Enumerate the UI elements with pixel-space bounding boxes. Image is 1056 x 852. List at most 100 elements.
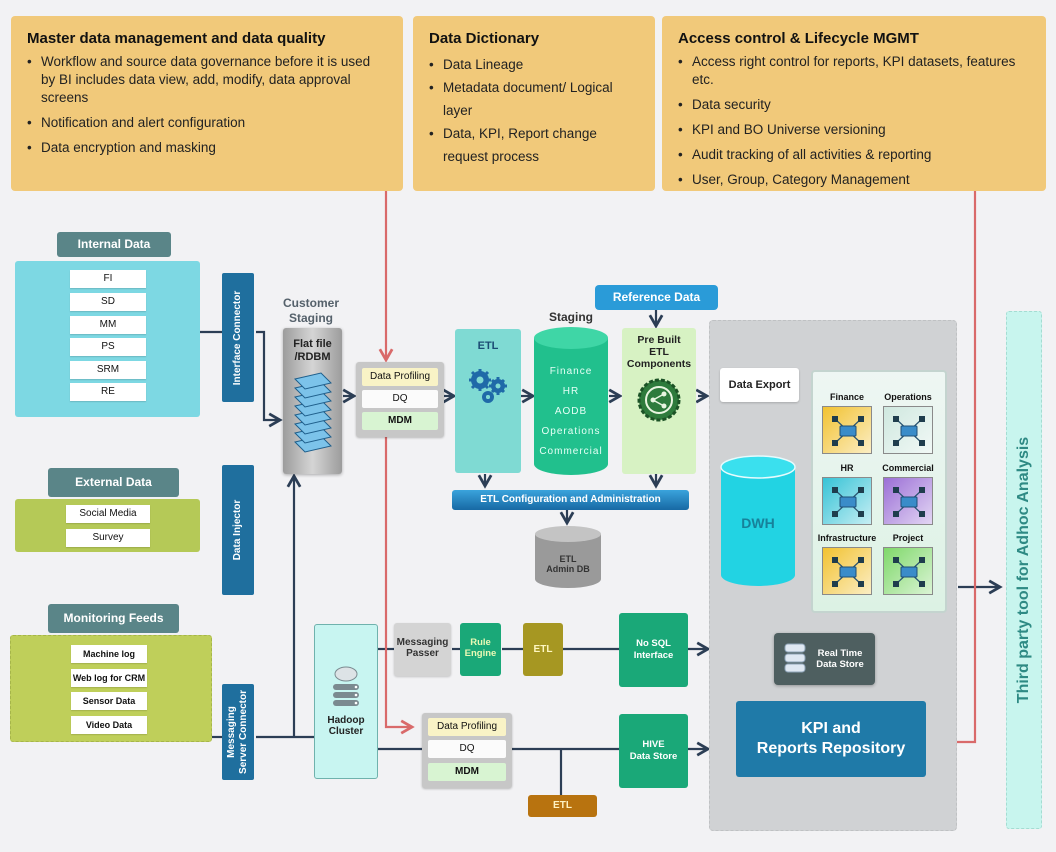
hadoop-label: Hadoop Cluster [315, 715, 377, 737]
monitoring-feed-item: Machine log [71, 645, 147, 663]
monitoring-feed-item: Web log for CRM [71, 669, 147, 687]
staging-title: Staging [549, 310, 593, 324]
layers-icon [293, 372, 332, 453]
line-interface-to-staging [256, 330, 283, 428]
etl-box: ETL [455, 329, 521, 473]
external-data-item: Survey [66, 529, 150, 547]
customer-staging-title: Customer Staging [276, 296, 346, 326]
realtime-data-store-box: Real Time Data Store [774, 633, 875, 685]
kpi-tile-infrastructure [822, 547, 872, 595]
kpi-tile-label: Commercial [882, 463, 934, 473]
etl-admin-db-line2: Admin DB [546, 564, 590, 574]
governance-dictionary-item: Data, KPI, Report change request process [429, 122, 639, 168]
data-quality-card-bottom: Data Profiling DQ MDM [422, 713, 512, 788]
rule-engine-line2: Engine [464, 648, 497, 659]
kpi-tile-project [883, 547, 933, 595]
dwh-cylinder [720, 455, 796, 586]
realtime-label: Real Time Data Store [810, 648, 870, 670]
messaging-passer-box: Messaging Passer [394, 623, 451, 676]
governance-dictionary-title: Data Dictionary [429, 30, 540, 47]
dq-label: DQ [362, 390, 438, 408]
kpi-tile-operations [883, 406, 933, 454]
etl-admin-db-line1: ETL [559, 554, 577, 564]
dwh-label: DWH [741, 515, 775, 531]
kpi-repo-line2: Reports Repository [756, 740, 906, 757]
governance-dictionary-panel: Data Dictionary Data Lineage Metadata do… [413, 16, 655, 191]
messaging-connector-label: Messaging Server Connector [226, 690, 250, 774]
hadoop-line1: Hadoop [327, 715, 365, 726]
flat-file-line2: /RDBM [294, 351, 331, 363]
governance-mdm-title: Master data management and data quality [27, 30, 326, 47]
kpi-tile-label: Project [892, 533, 924, 543]
etl-low-box: ETL [528, 795, 597, 817]
staging-items: Finance HR AODB Operations Commercial [533, 362, 609, 462]
interface-connector: Interface Connector [222, 273, 254, 402]
messaging-server-connector: Messaging Server Connector [222, 684, 254, 780]
reference-data-box: Reference Data [595, 285, 718, 310]
data-quality-card-top: Data Profiling DQ MDM [356, 362, 444, 437]
governance-access-panel: Access control & Lifecycle MGMT Access r… [662, 16, 1046, 191]
prebuilt-line1: Pre Built [637, 334, 681, 346]
kpi-repo-line1: KPI and [801, 720, 861, 737]
messaging-passer-line2: Passer [406, 648, 439, 659]
data-profiling-label: Data Profiling [428, 718, 506, 736]
prebuilt-etl-box: Pre Built ETL Components [622, 328, 696, 474]
internal-data-item: MM [70, 316, 146, 334]
gears-icon [469, 369, 507, 403]
staging-item: Commercial [539, 446, 603, 457]
hive-data-store-box: HIVE Data Store [619, 714, 688, 788]
network-icon [893, 557, 925, 587]
governance-access-title: Access control & Lifecycle MGMT [678, 30, 919, 47]
network-icon [893, 416, 925, 446]
staging-item: HR [562, 386, 580, 397]
etl-mid-box: ETL [523, 623, 563, 676]
governance-access-item: Access right control for reports, KPI da… [678, 53, 1030, 89]
governance-access-item: Data security [678, 96, 1030, 114]
realtime-line2: Data Store [816, 659, 864, 670]
etl-admin-db-label: ETL Admin DB [534, 554, 602, 574]
governance-dictionary-item: Data Lineage [429, 53, 639, 76]
internal-data-item: RE [70, 383, 146, 401]
data-injector: Data Injector [222, 465, 254, 595]
messaging-connector-line1: Messaging [226, 706, 237, 758]
hadoop-line2: Cluster [328, 726, 364, 737]
flat-file-line1: Flat file [293, 338, 332, 350]
staging-item: Operations [541, 426, 601, 437]
governance-access-item: Audit tracking of all activities & repor… [678, 146, 1030, 164]
internal-data-item: PS [70, 338, 146, 356]
external-data-item: Social Media [66, 505, 150, 523]
customer-staging-title-line2: Staging [289, 311, 333, 325]
internal-data-header: Internal Data [57, 232, 171, 257]
hive-line2: Data Store [629, 751, 678, 762]
governance-mdm-panel: Master data management and data quality … [11, 16, 403, 191]
database-icon [784, 643, 806, 673]
kpi-tile-label: Finance [829, 392, 864, 402]
etl-admin-db-cylinder [535, 526, 601, 588]
prebuilt-line2: ETL [649, 346, 669, 358]
mdm-label: MDM [362, 412, 438, 430]
staging-cylinder [534, 327, 608, 475]
kpi-tile-label: HR [840, 463, 854, 473]
prebuilt-etl-title: Pre Built ETL Components [622, 334, 696, 370]
data-injector-label: Data Injector [232, 499, 243, 561]
kpi-tile-finance [822, 406, 872, 454]
data-profiling-label: Data Profiling [362, 368, 438, 386]
monitoring-feed-item: Sensor Data [71, 692, 147, 710]
interface-connector-label: Interface Connector [232, 290, 243, 385]
flat-file-rdbm-box: Flat file /RDBM [283, 328, 342, 474]
etl-title: ETL [477, 340, 499, 352]
realtime-line1: Real Time [817, 648, 863, 659]
network-icon [893, 487, 925, 517]
monitoring-feed-item: Video Data [71, 716, 147, 734]
governance-mdm-item: Notification and alert configuration [27, 114, 387, 132]
hive-line1: HIVE [642, 739, 665, 750]
nosql-line1: No SQL [636, 638, 671, 649]
rule-engine-line1: Rule [470, 637, 491, 648]
data-export-box: Data Export [720, 368, 799, 402]
hadoop-cluster-box: Hadoop Cluster [314, 624, 378, 779]
prebuilt-line3: Components [626, 358, 692, 370]
governance-mdm-item: Data encryption and masking [27, 139, 387, 157]
share-gear-icon [637, 378, 681, 422]
monitoring-feeds-header: Monitoring Feeds [48, 604, 179, 633]
nosql-interface-box: No SQL Interface [619, 613, 688, 687]
